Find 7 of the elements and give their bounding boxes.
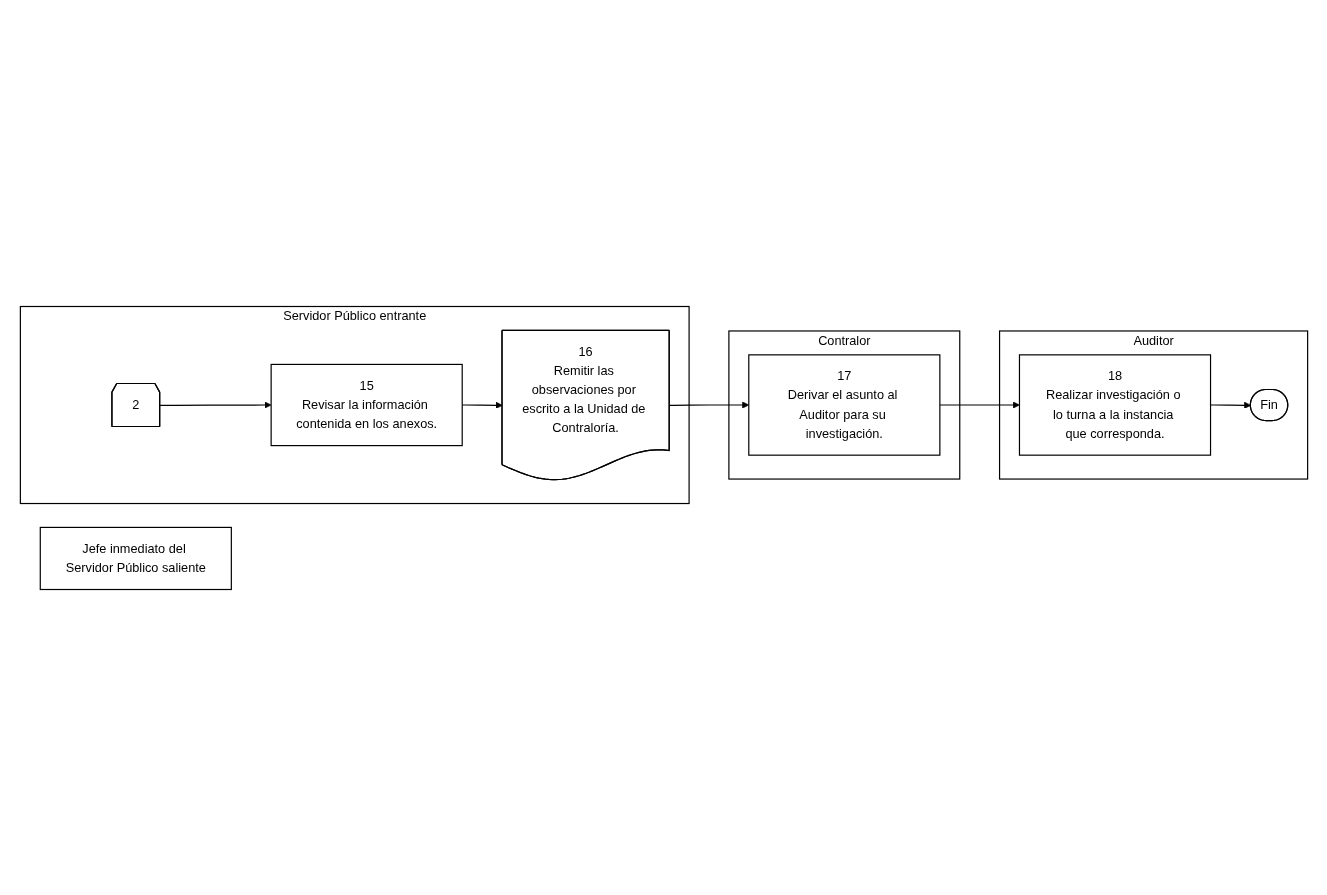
arrow [668,401,749,408]
node-box: 15 Revisar la información contenida en los anexos. [270,363,463,446]
arrow [461,401,503,409]
arrow [159,401,271,408]
node-box: Jefe inmediato del Servidor Público saliente [39,526,232,590]
node-box: 17 Derivar el asunto al Auditor para su investigación. [747,353,940,456]
node-box: 18 Realizar investigación o lo turna a la instancia que corresponda. [1018,353,1211,456]
